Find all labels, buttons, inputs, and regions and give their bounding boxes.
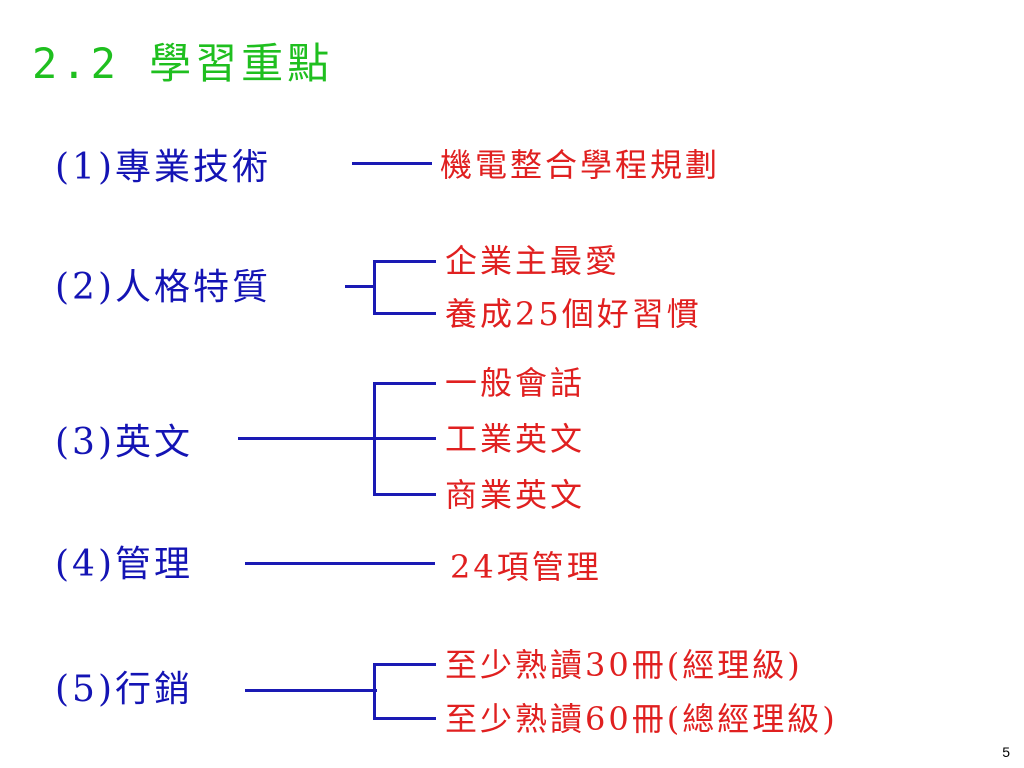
section-item-5-1: 至少熟讀30冊(經理級)	[445, 646, 803, 684]
section-label-3: (3)英文	[55, 422, 193, 463]
section-label-4: (4)管理	[55, 544, 193, 585]
connector-3-branch-1	[373, 382, 436, 385]
connector-5-bracket	[373, 663, 376, 720]
connector-2-stem	[345, 285, 375, 288]
connector-2-bracket	[373, 260, 376, 315]
connector-5-stem	[245, 689, 377, 692]
section-item-3-2: 工業英文	[445, 420, 586, 458]
section-label-2: (2)人格特質	[55, 267, 271, 308]
section-label-1: (1)專業技術	[55, 147, 271, 188]
connector-5-branch-2	[373, 717, 436, 720]
connector-5-branch-1	[373, 663, 436, 666]
section-item-2-2: 養成25個好習慣	[445, 295, 702, 333]
connector-3-branch-3	[373, 493, 436, 496]
slide-title: 2.2 學習重點	[32, 39, 334, 88]
section-item-3-1: 一般會話	[445, 364, 586, 402]
page-number: 5	[1002, 744, 1010, 760]
connector-2-branch-2	[373, 312, 436, 315]
connector-1	[352, 162, 432, 165]
section-item-2-1: 企業主最愛	[445, 242, 621, 280]
connector-3-branch-2	[373, 437, 436, 440]
connector-4	[245, 562, 435, 565]
connector-2-branch-1	[373, 260, 436, 263]
section-item-5-2: 至少熟讀60冊(總經理級)	[445, 700, 838, 738]
section-item-4-1: 24項管理	[450, 548, 602, 586]
connector-3-stem	[238, 437, 378, 440]
section-label-5: (5)行銷	[55, 669, 193, 710]
section-item-3-3: 商業英文	[445, 476, 586, 514]
section-item-1-1: 機電整合學程規劃	[440, 146, 721, 184]
